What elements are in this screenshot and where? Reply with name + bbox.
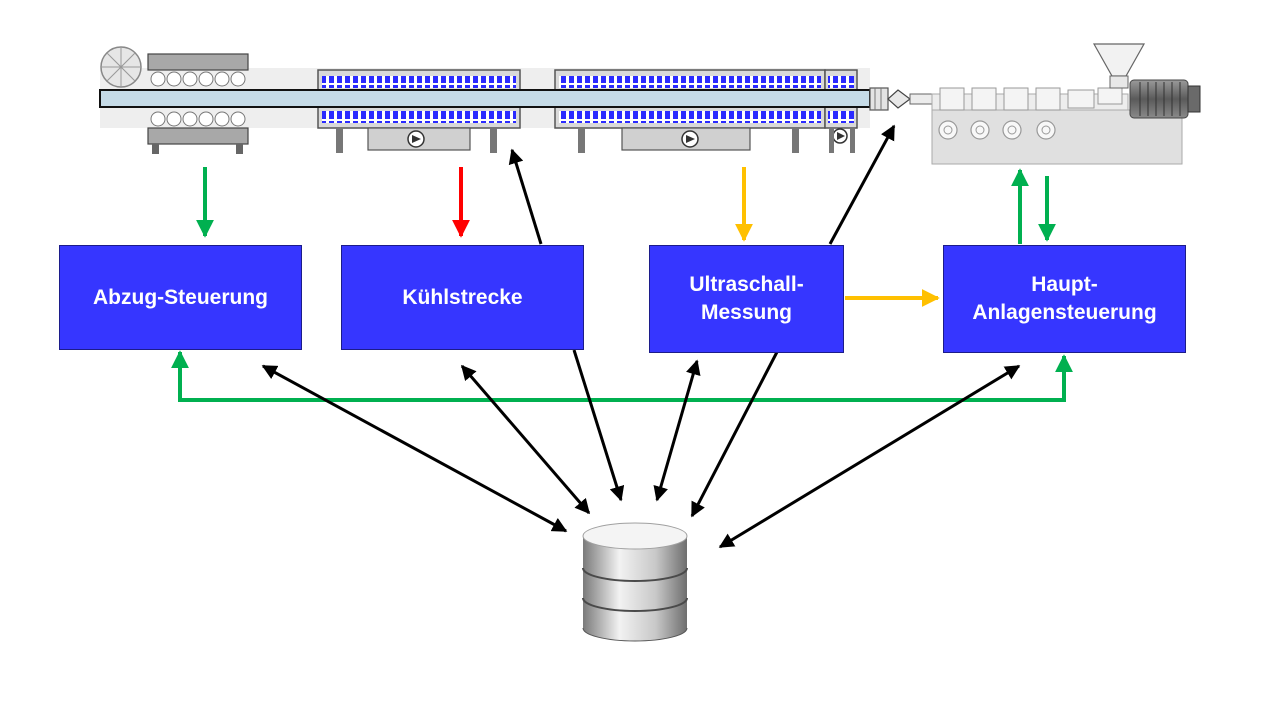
die-head <box>869 87 933 111</box>
box-abzug-steuerung: Abzug-Steuerung <box>59 245 302 350</box>
arrow-ultra-to-die <box>828 124 896 245</box>
green-bus <box>171 350 1073 402</box>
box-haupt-anlagensteuerung: Haupt- Anlagensteuerung <box>943 245 1186 353</box>
cooling-tank-2 <box>554 69 826 153</box>
box-ultraschall-messung: Ultraschall- Messung <box>649 245 844 353</box>
sizing-tank <box>824 69 858 153</box>
extruder <box>931 43 1201 165</box>
box-ultra-label: Ultraschall- Messung <box>689 273 804 324</box>
arrow-kuehl-to-tank <box>508 148 543 245</box>
box-abzug-label: Abzug-Steuerung <box>93 285 268 309</box>
pipe <box>99 89 871 108</box>
link-ultra-corner-db <box>690 351 779 518</box>
link-abzug-db <box>261 364 568 533</box>
link-haupt-db <box>718 364 1021 549</box>
haul-off-unit <box>100 46 249 154</box>
box-kuehlstrecke: Kühlstrecke <box>341 245 584 350</box>
cooling-tank-1 <box>317 69 521 153</box>
link-ultra-db <box>653 359 701 502</box>
connections <box>171 124 1073 549</box>
box-haupt-label: Haupt- Anlagensteuerung <box>972 273 1157 324</box>
extrusion-line-icon <box>99 43 1201 165</box>
box-kuehl-label: Kühlstrecke <box>402 285 523 309</box>
link-kuehl-db <box>460 364 591 515</box>
database-icon <box>582 522 688 642</box>
link-kuehl-corner-db <box>572 349 625 502</box>
